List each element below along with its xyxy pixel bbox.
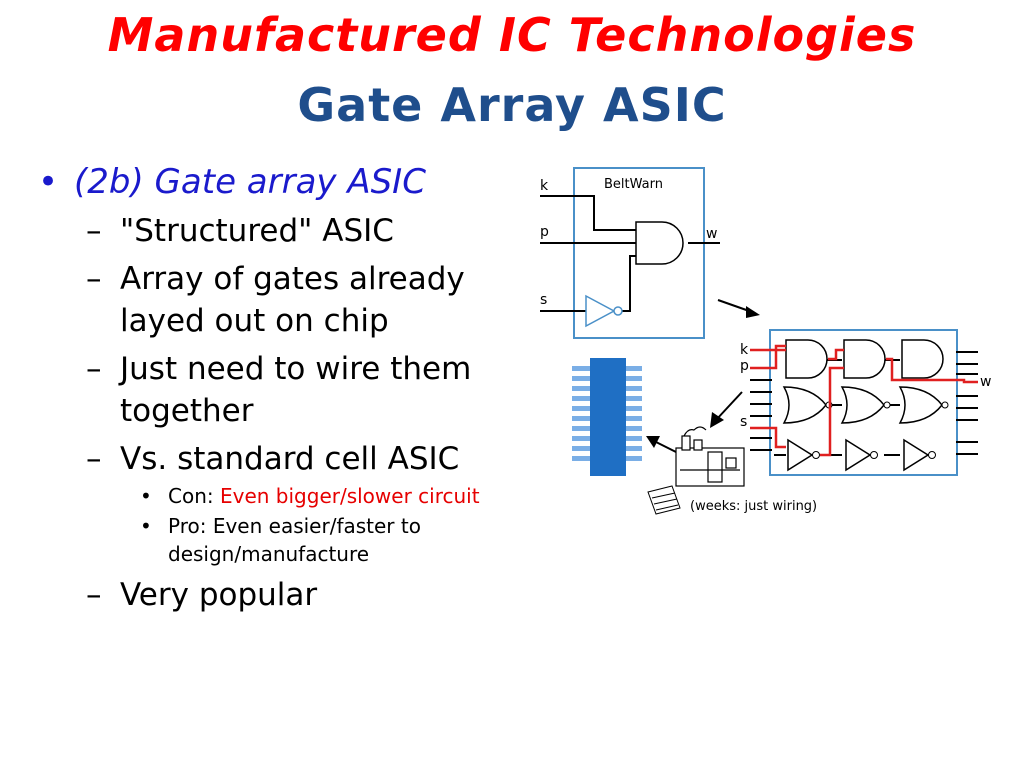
sub-bullet: – Array of gates already layed out on ch… xyxy=(38,258,538,342)
and-gate xyxy=(785,339,828,379)
input-label-s: s xyxy=(540,292,547,308)
bullet-marker: • xyxy=(38,162,59,202)
con-label: Con: xyxy=(168,484,220,508)
sub-bullet: – Vs. standard cell ASIC xyxy=(38,438,538,480)
slide-title: Manufactured IC Technologies xyxy=(107,8,917,62)
con-text: Even bigger/slower circuit xyxy=(219,484,480,508)
circuit-wires xyxy=(540,195,720,312)
pro-bullet: • Pro: Even easier/faster to design/manu… xyxy=(38,512,538,568)
or-gate xyxy=(782,386,827,424)
calendar-icon xyxy=(647,485,681,515)
pro-label: Pro: xyxy=(168,514,213,538)
or-gate xyxy=(898,386,943,424)
pro-text: Even easier/faster to design/manufacture xyxy=(168,514,421,566)
dash-marker: – xyxy=(86,577,102,613)
dot-marker: • xyxy=(140,484,152,508)
and-gate xyxy=(901,339,944,379)
chip-icon xyxy=(572,358,642,476)
sub-bullet: – Just need to wire them together xyxy=(38,348,538,432)
dash-marker: – xyxy=(86,351,102,387)
circuit-box xyxy=(573,167,705,339)
sub-bullet-text: Very popular xyxy=(120,577,318,613)
array-box xyxy=(769,329,958,476)
dash-marker: – xyxy=(86,261,102,297)
chip-body xyxy=(590,358,626,476)
inverter-bubble xyxy=(870,451,878,459)
inverter-bubble xyxy=(812,451,820,459)
array-input-p: p xyxy=(740,358,749,374)
inverter-bubble xyxy=(928,451,936,459)
inverter-gate xyxy=(845,438,872,472)
routed-wires xyxy=(750,344,978,457)
factory-icon xyxy=(675,426,745,487)
bullet-list: • (2b) Gate array ASIC – "Structured" AS… xyxy=(38,160,538,616)
sub-bullet-text: Vs. standard cell ASIC xyxy=(120,441,460,477)
main-bullet: • (2b) Gate array ASIC xyxy=(38,160,538,204)
or-bubble xyxy=(883,401,891,409)
inverter-gate xyxy=(903,438,930,472)
dot-marker: • xyxy=(140,514,152,538)
sub-bullet-text: "Structured" ASIC xyxy=(120,213,394,249)
arrow-to-array xyxy=(717,299,760,318)
dash-marker: – xyxy=(86,441,102,477)
dash-marker: – xyxy=(86,213,102,249)
input-label-p: p xyxy=(540,224,549,240)
or-bubble xyxy=(941,401,949,409)
slide-subtitle: Gate Array ASIC xyxy=(297,78,727,132)
gate-array: k p s w xyxy=(740,329,991,476)
circuit-title: BeltWarn xyxy=(604,177,663,192)
and-gate xyxy=(635,221,684,265)
sub-bullet: – Very popular xyxy=(38,574,538,616)
array-input-k: k xyxy=(740,342,749,358)
inverter-bubble xyxy=(613,306,623,316)
sub-bullet-text: Just need to wire them together xyxy=(120,351,472,429)
arrow-to-chip xyxy=(646,436,677,453)
array-output-w: w xyxy=(980,374,991,390)
arrow-to-factory xyxy=(710,391,743,428)
output-label-w: w xyxy=(706,226,717,242)
or-gate xyxy=(840,386,885,424)
sub-bullet: – "Structured" ASIC xyxy=(38,210,538,252)
inverter-gate xyxy=(585,294,616,328)
input-label-k: k xyxy=(540,178,549,194)
array-input-s: s xyxy=(740,414,747,430)
caption: (weeks: just wiring) xyxy=(690,499,817,514)
main-bullet-text: (2b) Gate array ASIC xyxy=(74,162,426,202)
sub-bullet-text: Array of gates already layed out on chip xyxy=(120,261,465,339)
inverter-gate xyxy=(787,438,814,472)
con-bullet: • Con: Even bigger/slower circuit xyxy=(38,482,538,510)
and-gate xyxy=(843,339,886,379)
beltwarn-circuit: BeltWarn k p s w xyxy=(540,167,720,339)
